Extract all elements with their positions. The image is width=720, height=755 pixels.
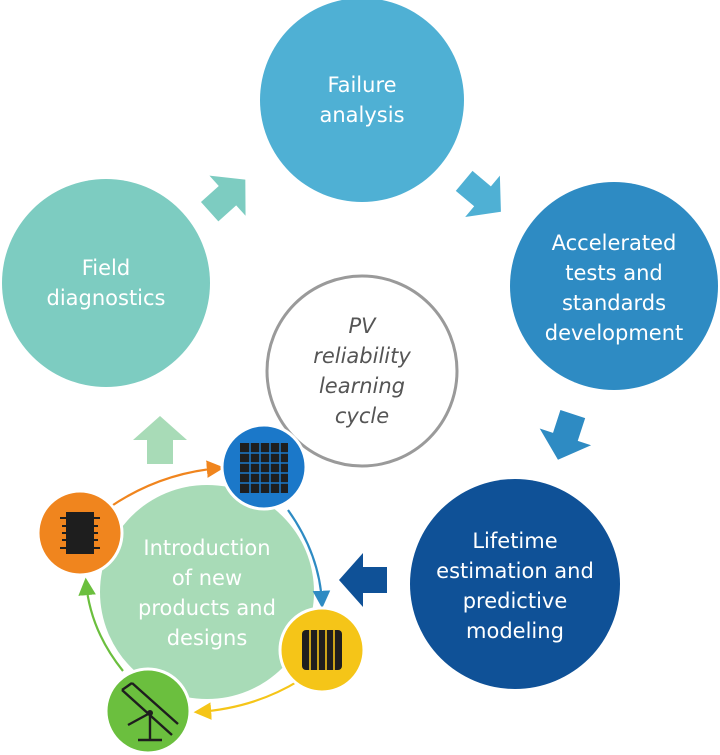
arrow-field-to-failure (200, 175, 246, 222)
field-diagnostics-circle (2, 179, 210, 387)
arrow-accelerated-to-lifetime (539, 410, 592, 460)
new-products-label: Introduction of new products and designs (138, 536, 276, 650)
subcycle-arrow-tracker-to-chip (78, 577, 124, 672)
chip-icon (36, 489, 124, 577)
lifetime-estimation-label: Lifetime estimation and predictive model… (436, 529, 594, 643)
lifetime-estimation-circle (410, 479, 620, 689)
field-diagnostics-label: Field diagnostics (46, 256, 166, 310)
arrow-new-products-to-field (133, 416, 187, 464)
failure-analysis-circle (260, 0, 464, 202)
arrow-lifetime-to-new-products (339, 553, 387, 607)
failure-analysis-label: Failure analysis (319, 73, 405, 127)
accelerated-tests-label: Accelerated tests and standards developm… (544, 231, 684, 345)
tracker-icon (104, 667, 192, 755)
subcycle-arrow-module-to-cell (287, 509, 331, 609)
arrow-failure-to-accelerated (455, 170, 501, 217)
solar-cell-icon (278, 606, 366, 694)
subcycle-arrow-cell-to-tracker (193, 679, 301, 720)
accelerated-tests-circle (510, 182, 718, 390)
solar-module-icon (220, 423, 308, 511)
center-label: PV reliability learning cycle (313, 314, 411, 428)
center-circle (265, 274, 459, 468)
new-products-circle (100, 485, 314, 699)
subcycle-arrow-chip-to-module (109, 460, 225, 508)
